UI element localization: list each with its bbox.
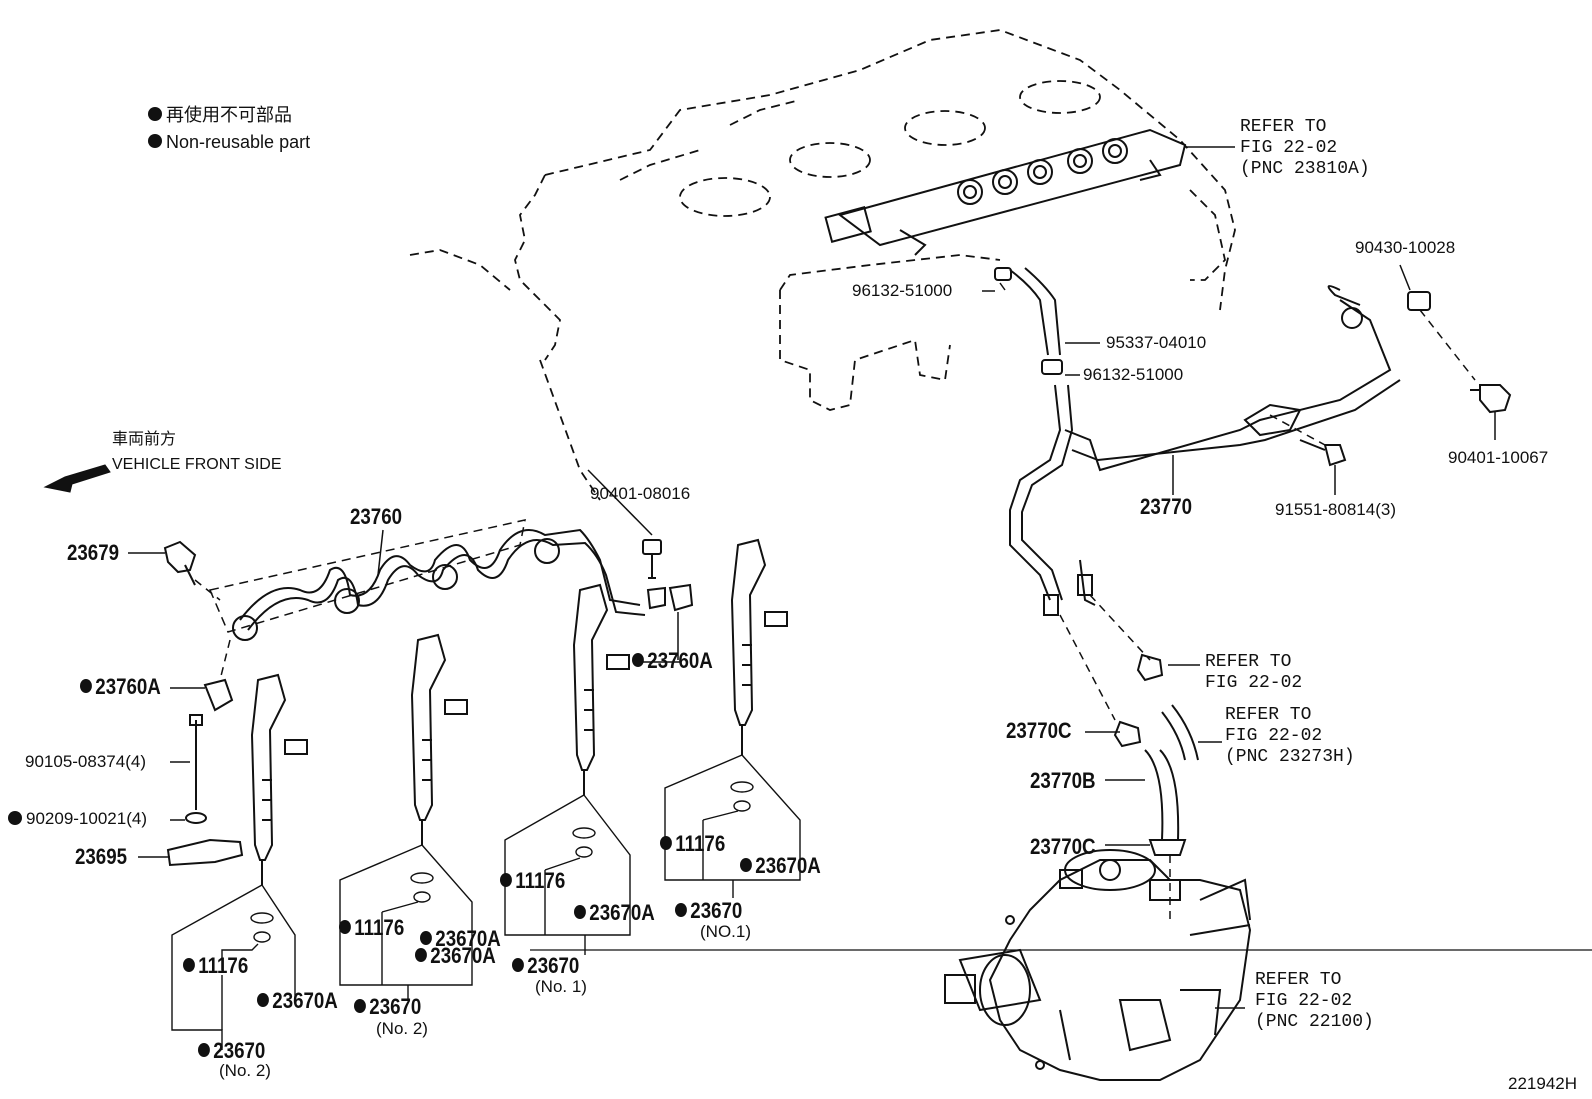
label-23770B: 23770B bbox=[1030, 768, 1096, 793]
label-90209: 90209-10021(4) bbox=[8, 810, 147, 827]
fuel-hose-95337 bbox=[982, 267, 1100, 376]
non-reusable-icon bbox=[257, 993, 269, 1008]
label-90105: 90105-08374(4) bbox=[25, 752, 146, 771]
bullet-icon bbox=[148, 134, 162, 149]
front-arrow-icon bbox=[43, 464, 111, 493]
label-inj1-23670: 23670 bbox=[675, 900, 742, 922]
non-reusable-icon bbox=[675, 903, 687, 918]
non-reusable-icon bbox=[574, 905, 586, 920]
label-text: 11176 bbox=[675, 831, 726, 856]
label-text: 23670A bbox=[435, 926, 501, 951]
label-text: 23670A bbox=[430, 943, 496, 968]
lower-hoses bbox=[1059, 594, 1222, 920]
non-reusable-icon bbox=[183, 958, 195, 973]
label-96132-b: 96132-51000 bbox=[1083, 365, 1184, 384]
label-23760A-left: 23760A bbox=[80, 676, 161, 698]
label-inj1-11176: 11176 bbox=[660, 833, 725, 855]
label-text: 23670 bbox=[213, 1038, 266, 1063]
figure-code: 221942H bbox=[1508, 1074, 1578, 1093]
non-reusable-icon bbox=[415, 948, 427, 963]
label-23770: 23770 bbox=[1140, 494, 1193, 519]
label-90430: 90430-10028 bbox=[1355, 238, 1456, 257]
legend-line-en: Non-reusable part bbox=[148, 132, 310, 153]
label-23695: 23695 bbox=[75, 844, 128, 869]
label-inj4-no: (No. 2) bbox=[219, 1061, 271, 1080]
injector-4 bbox=[250, 673, 308, 885]
label-23679: 23679 bbox=[67, 540, 120, 565]
bolt-90401-08016 bbox=[587, 469, 662, 579]
label-95337: 95337-04010 bbox=[1106, 333, 1207, 352]
label-96132-a: 96132-51000 bbox=[852, 281, 953, 300]
label-text: 23760A bbox=[95, 674, 161, 699]
label-text: 11176 bbox=[354, 915, 405, 940]
non-reusable-icon bbox=[339, 920, 351, 935]
non-reusable-icon bbox=[80, 679, 92, 694]
non-reusable-icon bbox=[632, 653, 644, 668]
label-inj3-23670: 23670 bbox=[354, 996, 421, 1018]
direction-en: VEHICLE FRONT SIDE bbox=[112, 456, 282, 473]
label-23770C-b: 23770C bbox=[1030, 834, 1096, 859]
label-text: 90209-10021(4) bbox=[26, 809, 147, 828]
non-reusable-icon bbox=[500, 873, 512, 888]
non-reusable-icon bbox=[660, 836, 672, 851]
common-rail bbox=[824, 128, 1235, 256]
label-91551: 91551-80814(3) bbox=[1275, 500, 1396, 519]
legend-line-jp: 再使用不可部品 bbox=[148, 101, 310, 127]
label-90401-10067: 90401-10067 bbox=[1448, 448, 1549, 467]
label-inj2-no: (No. 1) bbox=[535, 977, 587, 996]
label-inj3-11176: 11176 bbox=[339, 917, 404, 939]
non-reusable-icon bbox=[354, 999, 366, 1014]
label-inj2-23670: 23670 bbox=[512, 955, 579, 977]
non-reusable-icon bbox=[512, 958, 524, 973]
non-reusable-icon bbox=[420, 931, 432, 946]
non-reusable-icon bbox=[740, 858, 752, 873]
engine-outline bbox=[409, 29, 1236, 501]
legend: 再使用不可部品 Non-reusable part bbox=[148, 101, 310, 153]
label-inj3-23670A-b: 23670A bbox=[415, 945, 496, 967]
label-text: 23670 bbox=[690, 898, 743, 923]
injector-2 bbox=[572, 583, 630, 795]
label-inj2-11176: 11176 bbox=[500, 870, 565, 892]
label-23760: 23760 bbox=[350, 504, 403, 529]
injector-1 bbox=[730, 538, 788, 755]
non-reusable-icon bbox=[8, 810, 22, 825]
label-text: 11176 bbox=[515, 868, 566, 893]
label-23760A-right: 23760A bbox=[632, 650, 713, 672]
label-text: 23670A bbox=[589, 900, 655, 925]
label-text: 23670 bbox=[527, 953, 580, 978]
legend-en-text: Non-reusable part bbox=[166, 132, 311, 152]
refer-hose: REFER TO FIG 22-02 (PNC 23273H) bbox=[1225, 705, 1355, 767]
label-inj4-23670: 23670 bbox=[198, 1040, 265, 1062]
label-text: 23760A bbox=[647, 648, 713, 673]
label-text: 23670A bbox=[272, 988, 338, 1013]
label-inj2-23670A: 23670A bbox=[574, 902, 655, 924]
label-text: 11176 bbox=[198, 953, 249, 978]
label-inj4-11176: 11176 bbox=[183, 955, 248, 977]
fuel-pipe-23770 bbox=[1009, 285, 1401, 616]
label-23770C-a: 23770C bbox=[1006, 718, 1072, 743]
clamp-hardware bbox=[138, 714, 244, 867]
label-inj1-23670A: 23670A bbox=[740, 855, 821, 877]
label-inj1-no: (NO.1) bbox=[700, 922, 751, 941]
bolt-23679 bbox=[128, 540, 221, 601]
legend-jp-text: 再使用不可部品 bbox=[166, 105, 292, 125]
label-inj4-23670A: 23670A bbox=[257, 990, 338, 1012]
bolts-right bbox=[1172, 264, 1512, 495]
refer-pump: REFER TO FIG 22-02 (PNC 22100) bbox=[1255, 970, 1374, 1032]
supply-pump bbox=[944, 849, 1252, 1081]
direction-jp: 車両前方 bbox=[112, 431, 177, 448]
injector-3 bbox=[410, 633, 468, 845]
refer-rail: REFER TO FIG 22-02 (PNC 23810A) bbox=[1240, 117, 1370, 179]
refer-mid: REFER TO FIG 22-02 bbox=[1205, 652, 1303, 693]
label-90401-08016: 90401-08016 bbox=[590, 484, 691, 503]
label-text: 23670A bbox=[755, 853, 821, 878]
label-text: 23670 bbox=[369, 994, 422, 1019]
seal-brackets bbox=[171, 754, 801, 1050]
label-inj3-no: (No. 2) bbox=[376, 1019, 428, 1038]
bullet-icon bbox=[148, 107, 162, 122]
injection-pipes-23760 bbox=[208, 519, 646, 681]
label-inj3-23670A-a: 23670A bbox=[420, 928, 501, 950]
non-reusable-icon bbox=[198, 1043, 210, 1058]
